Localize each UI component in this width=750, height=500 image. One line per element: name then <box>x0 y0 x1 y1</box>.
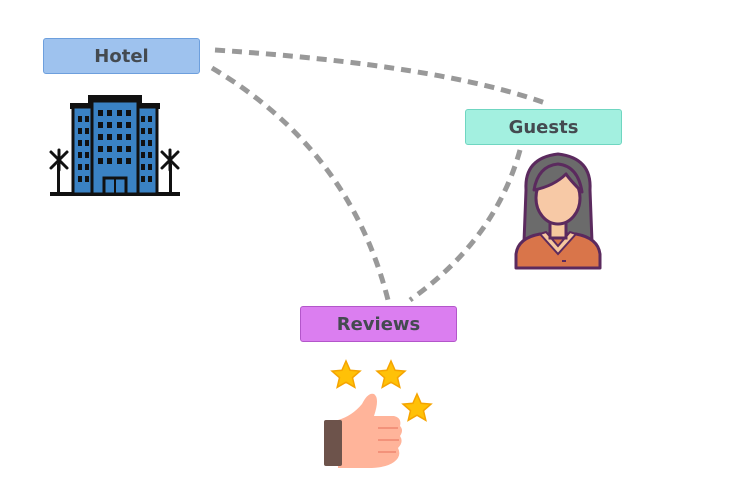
star-icon <box>330 359 362 389</box>
woman-guest-icon <box>514 152 602 270</box>
connector-hotel-guests <box>214 47 546 106</box>
star-icon <box>401 392 433 422</box>
hotel-building-icon <box>49 95 180 196</box>
hotel-label: Hotel <box>43 38 200 74</box>
connector-hotel-reviews <box>210 65 391 301</box>
thumbs-up-stars-icon <box>324 359 433 468</box>
reviews-label: Reviews <box>300 306 457 342</box>
star-icon <box>375 359 407 389</box>
guests-label: Guests <box>465 109 622 145</box>
connector-guests-reviews <box>408 149 523 303</box>
